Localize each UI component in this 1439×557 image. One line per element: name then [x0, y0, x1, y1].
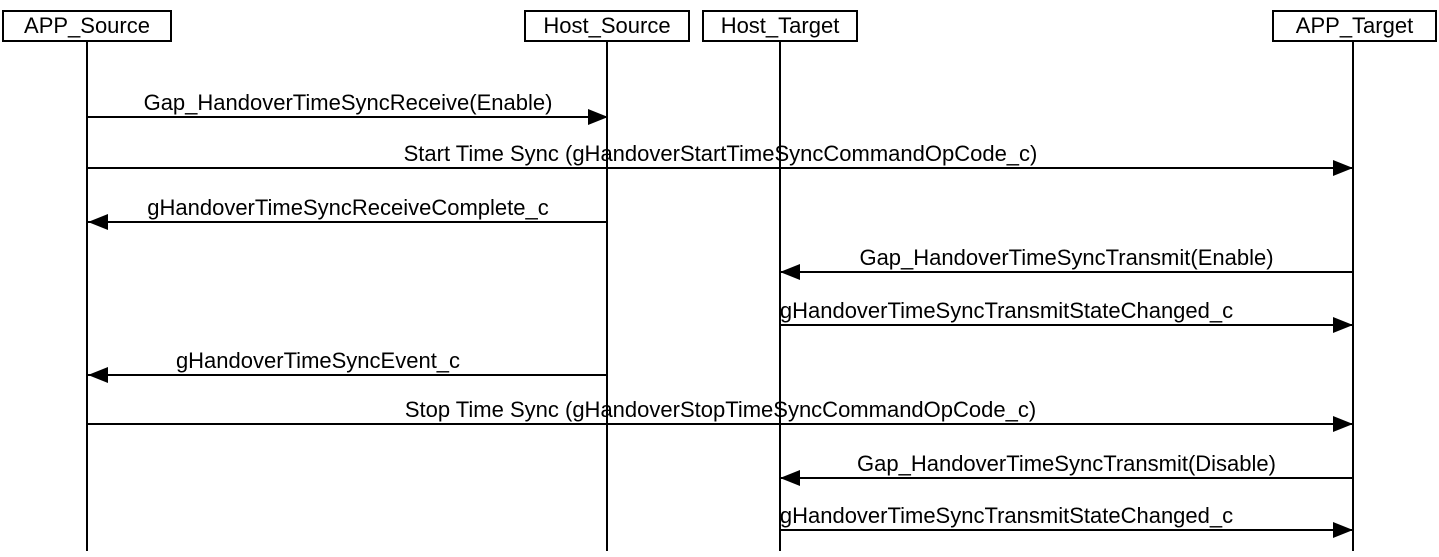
actor-box-app-source: APP_Source: [2, 10, 172, 42]
arrowhead-left-icon: [780, 470, 800, 486]
message-label: Gap_HandoverTimeSyncReceive(Enable): [143, 90, 553, 115]
message-label: gHandoverTimeSyncEvent_c: [175, 348, 461, 373]
arrowhead-right-icon: [1333, 160, 1353, 176]
lifeline-app-source: [86, 42, 88, 551]
message-line: [780, 324, 1353, 326]
message-line: [88, 423, 1353, 425]
arrowhead-right-icon: [1333, 416, 1353, 432]
arrowhead-right-icon: [588, 109, 608, 125]
arrowhead-right-icon: [1333, 522, 1353, 538]
arrowhead-right-icon: [1333, 317, 1353, 333]
message-line: [88, 221, 608, 223]
message-line: [88, 167, 1353, 169]
message-label: gHandoverTimeSyncReceiveComplete_c: [147, 195, 549, 220]
actor-box-host-source: Host_Source: [524, 10, 690, 42]
lifeline-app-target: [1352, 42, 1354, 551]
message-label: gHandoverTimeSyncTransmitStateChanged_c: [779, 503, 1234, 528]
arrowhead-left-icon: [780, 264, 800, 280]
message-line: [780, 271, 1353, 273]
message-label: gHandoverTimeSyncTransmitStateChanged_c: [779, 298, 1234, 323]
message-label: Gap_HandoverTimeSyncTransmit(Enable): [859, 245, 1274, 270]
lifeline-host-source: [606, 42, 608, 551]
message-line: [88, 374, 608, 376]
actor-box-app-target: APP_Target: [1272, 10, 1437, 42]
message-line: [780, 529, 1353, 531]
message-line: [780, 477, 1353, 479]
lifeline-host-target: [779, 42, 781, 551]
message-label: Stop Time Sync (gHandoverStopTimeSyncCom…: [404, 397, 1037, 422]
arrowhead-left-icon: [88, 367, 108, 383]
actor-box-host-target: Host_Target: [702, 10, 858, 42]
message-line: [88, 116, 608, 118]
message-label: Start Time Sync (gHandoverStartTimeSyncC…: [403, 141, 1038, 166]
arrowhead-left-icon: [88, 214, 108, 230]
message-label: Gap_HandoverTimeSyncTransmit(Disable): [857, 451, 1276, 476]
